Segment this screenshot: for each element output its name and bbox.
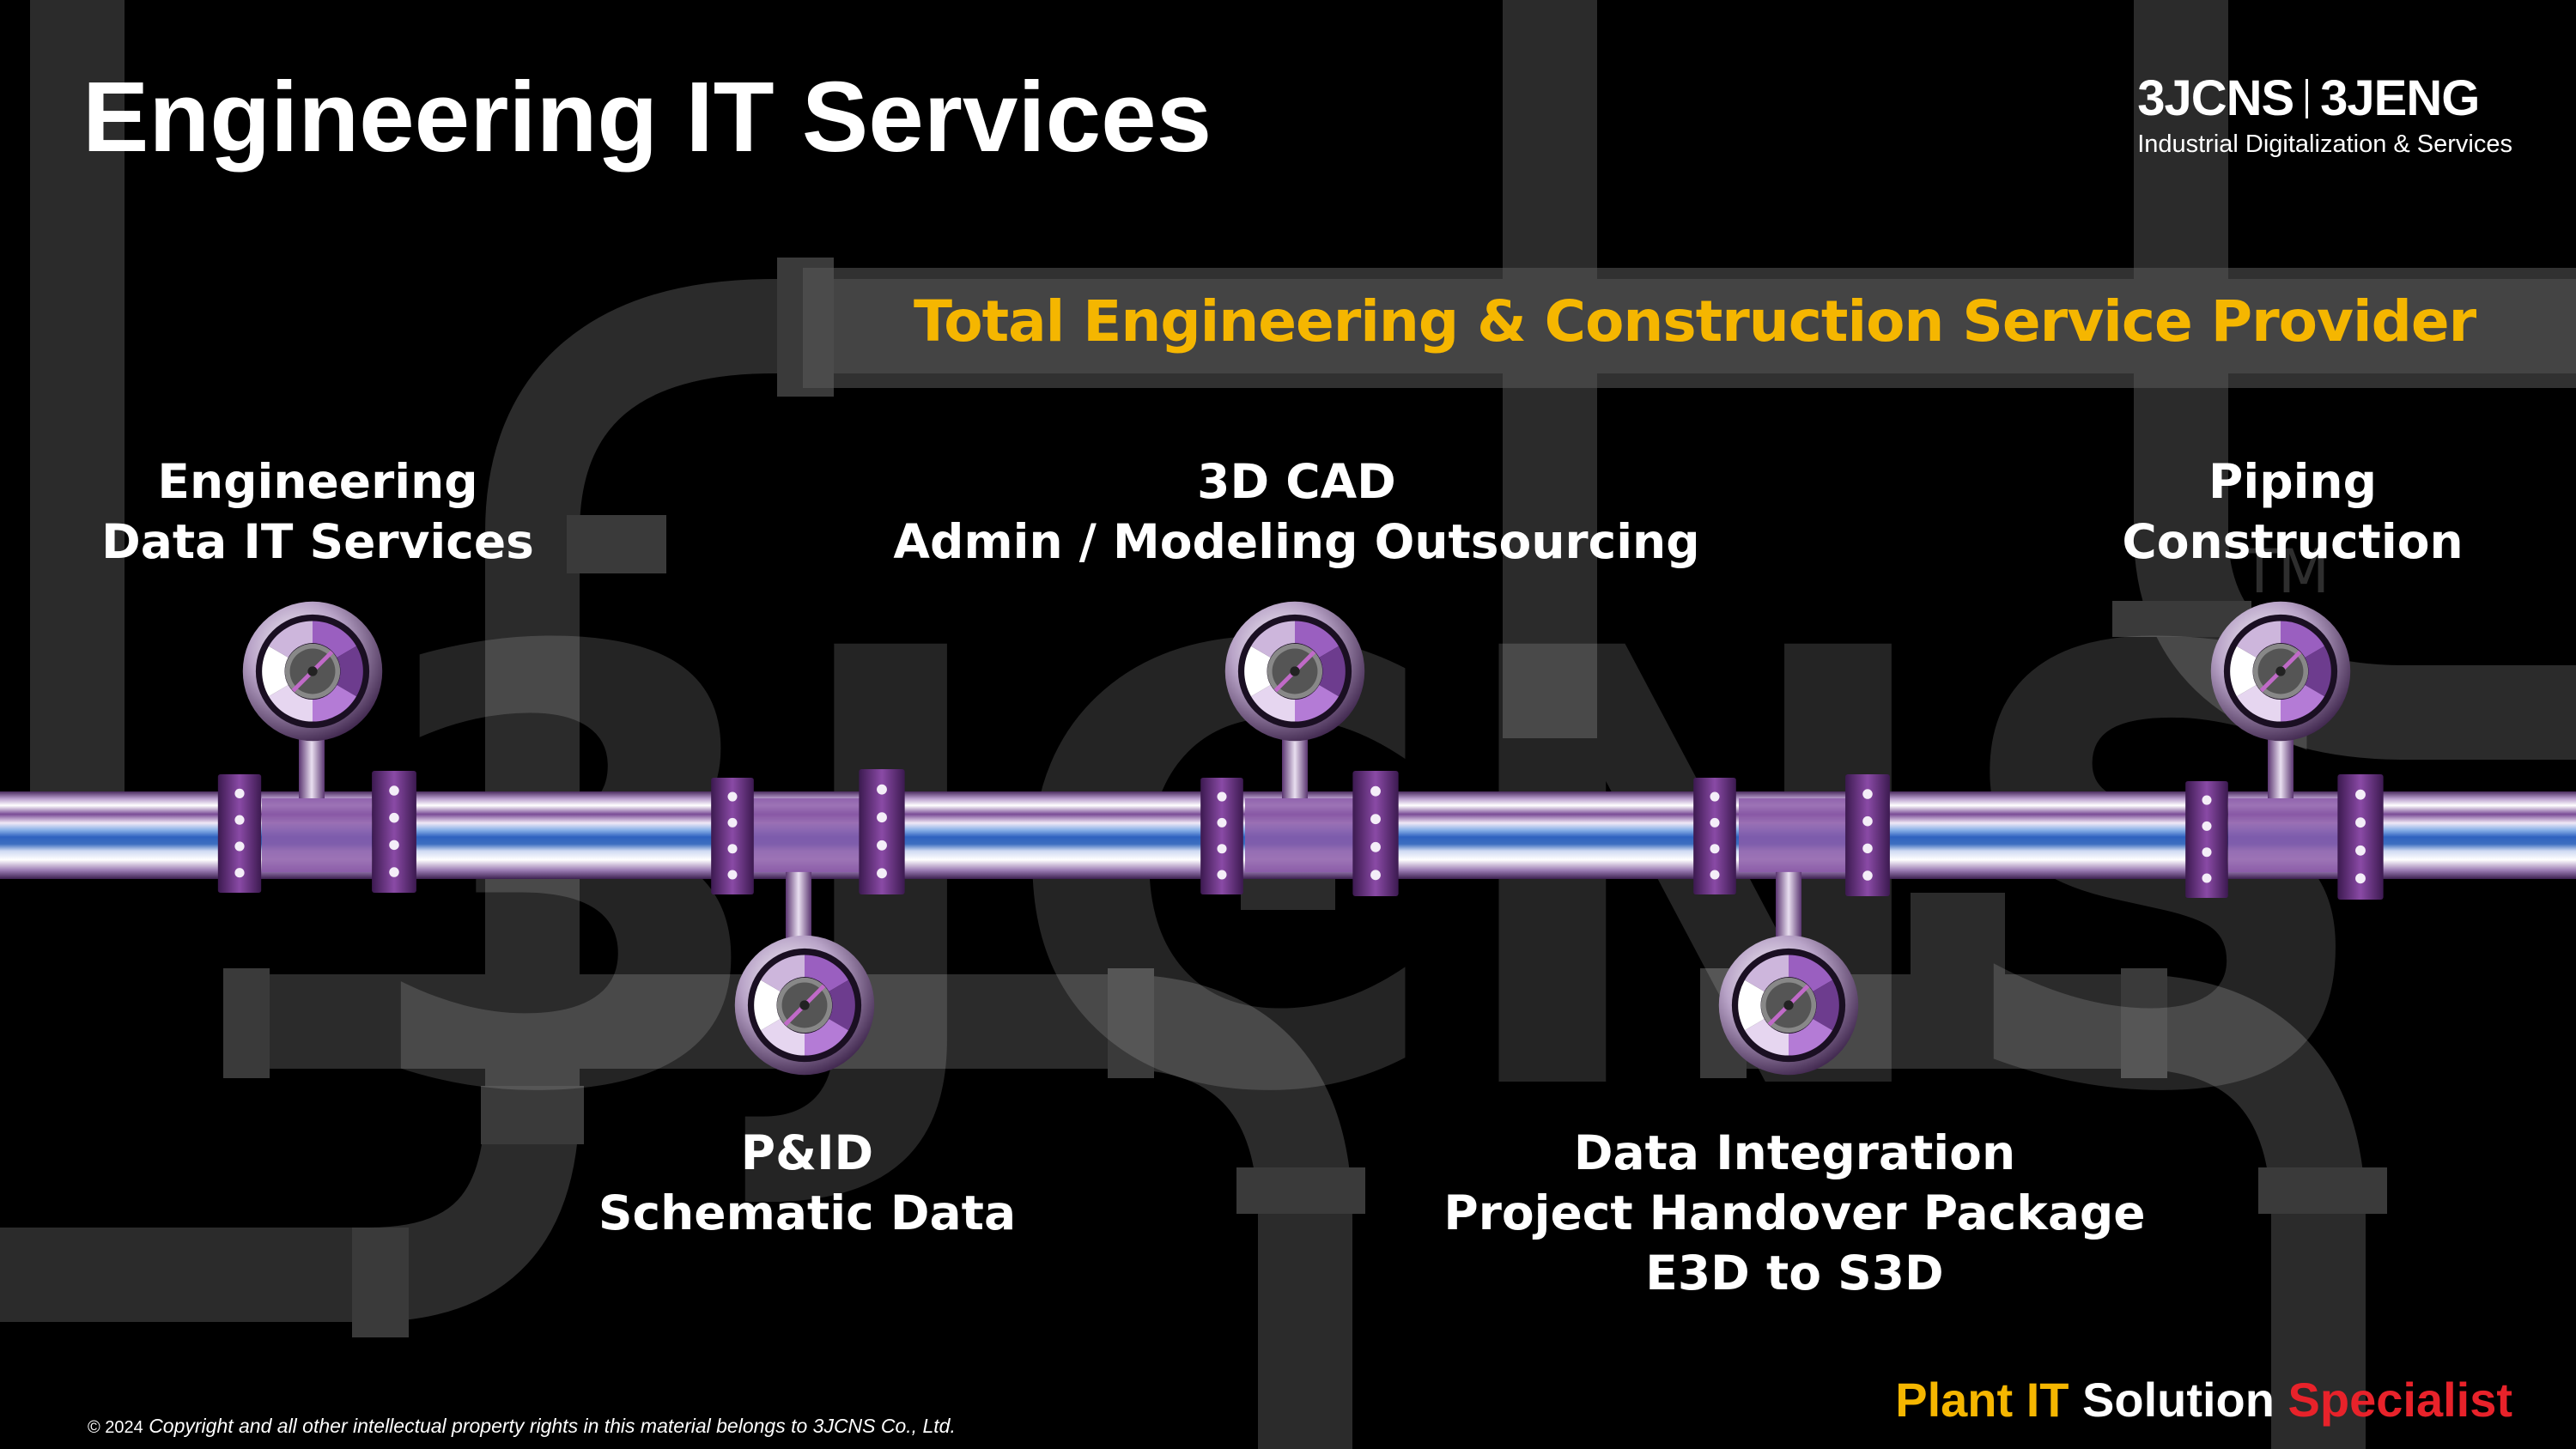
slogan-part3: Specialist [2287,1373,2512,1427]
copyright-text: Copyright and all other intellectual pro… [149,1415,956,1437]
logo-right: 3JENG [2320,70,2480,126]
pipe-flange-icon [2185,781,2228,898]
pipe-flange-icon [217,774,262,893]
service-label-3d-cad: 3D CAD Admin / Modeling Outsourcing [867,452,1726,572]
service-line: Data Integration [1573,1125,2016,1180]
banner-text: Total Engineering & Construction Service… [914,288,2476,355]
page-title: Engineering IT Services [82,61,1212,173]
pipe-flange-icon [859,769,905,894]
logo-separator [2306,79,2309,118]
pipe-flange-icon [1693,778,1736,894]
pipe-flange-icon [1845,774,1890,896]
service-line: Construction [2122,514,2464,569]
service-line: Project Handover Package [1443,1185,2146,1240]
pipe-flange-icon [1200,778,1243,894]
banner-strip [803,268,2576,388]
slogan: Plant IT Solution Specialist [1895,1372,2512,1428]
service-label-piping: Piping Construction [2078,452,2507,572]
pipe-flange-icon [1352,771,1399,896]
pipe-flange-icon [2337,774,2384,900]
service-line: Engineering [157,454,478,509]
service-line: E3D to S3D [1645,1246,1944,1300]
service-line: 3D CAD [1197,454,1396,509]
slogan-part1: Plant IT [1895,1373,2069,1427]
service-line: Piping [2208,454,2377,509]
service-label-data-integration: Data Integration Project Handover Packag… [1408,1123,2181,1303]
logo-subtitle: Industrial Digitalization & Services [2137,130,2512,158]
service-line: Admin / Modeling Outsourcing [893,514,1700,569]
service-line: Schematic Data [598,1185,1017,1240]
pressure-gauge-icon [735,936,874,1075]
pressure-gauge-icon [243,602,382,741]
service-label-engineering-data: Engineering Data IT Services [86,452,550,572]
watermark-mark: TM [2240,537,2330,607]
pressure-gauge-icon [1225,602,1364,741]
pressure-gauge-icon [2211,602,2350,741]
pipe-flange-icon [711,778,754,894]
service-line: Data IT Services [101,514,534,569]
copyright-year: © 2024 [88,1418,143,1437]
copyright-notice: © 2024 Copyright and all other intellect… [88,1415,956,1438]
logo-left: 3JCNS [2137,70,2294,126]
pipe-flange-icon [372,771,416,893]
pressure-gauge-icon [1719,936,1858,1075]
slogan-part2: Solution [2082,1373,2275,1427]
tee-bodies [262,798,2338,872]
service-line: P&ID [740,1125,874,1180]
service-label-pid: P&ID Schematic Data [550,1123,1065,1243]
